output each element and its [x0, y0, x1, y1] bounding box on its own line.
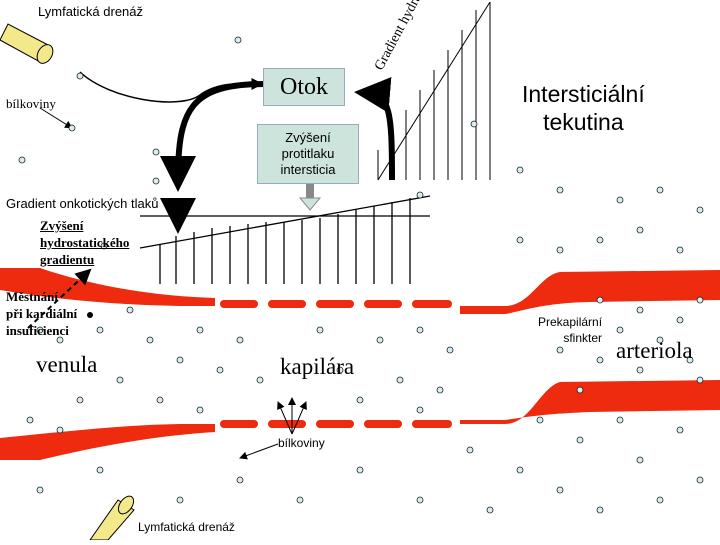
label-intersticialni: Intersticiální tekutina	[522, 81, 645, 135]
label-mestnani: Městnání při kardiální insuficienci	[6, 289, 78, 338]
capillary-wall-top	[220, 300, 452, 308]
label-lymph-bottom: Lymfatická drenáž	[138, 520, 235, 534]
otok-box: Otok	[263, 68, 345, 106]
vessel-lower-right	[460, 380, 720, 424]
arrow-right-up	[354, 77, 395, 181]
label-prekapilarni-sfinkter: Prekapilární sfinkter	[538, 315, 603, 345]
hydraulic-gradient-arrows	[377, 1, 491, 181]
label-lymph-top: Lymfatická drenáž	[38, 4, 144, 19]
label-gradient-onkotic: Gradient onkotických tlaků	[6, 196, 159, 211]
particles	[18, 36, 704, 514]
label-bilkoviny-bottom: bílkoviny	[278, 436, 325, 450]
pressure-arrows	[139, 195, 431, 284]
lymph-vessel-top-icon	[0, 23, 54, 64]
vessel-upper-left	[0, 268, 215, 306]
vessel-walls	[0, 268, 720, 460]
lymph-vessel-bottom-icon	[89, 495, 135, 541]
label-kapilara: kapilára	[280, 354, 355, 379]
bilkoviny-bottom-arrows	[239, 397, 307, 460]
label-bilkoviny-left: bílkoviny	[6, 96, 56, 111]
arrow-lymph-top	[79, 71, 264, 103]
arrow-bilkoviny-left	[39, 107, 73, 129]
capillary-wall-bottom	[220, 420, 452, 428]
arrow-zvyseni-head	[298, 197, 322, 211]
label-venula: venula	[36, 352, 98, 377]
label-zvyseni-hydro: Zvýšení hydrostatického gradientu	[40, 218, 130, 267]
zvyseni-protitlaku-box: Zvýšení protitlaku intersticia	[257, 124, 359, 184]
vessel-lower-left	[0, 424, 215, 460]
vessel-upper-right	[460, 270, 720, 314]
arrow-left-down	[160, 81, 266, 192]
label-arteriola: arteriola	[616, 338, 693, 363]
